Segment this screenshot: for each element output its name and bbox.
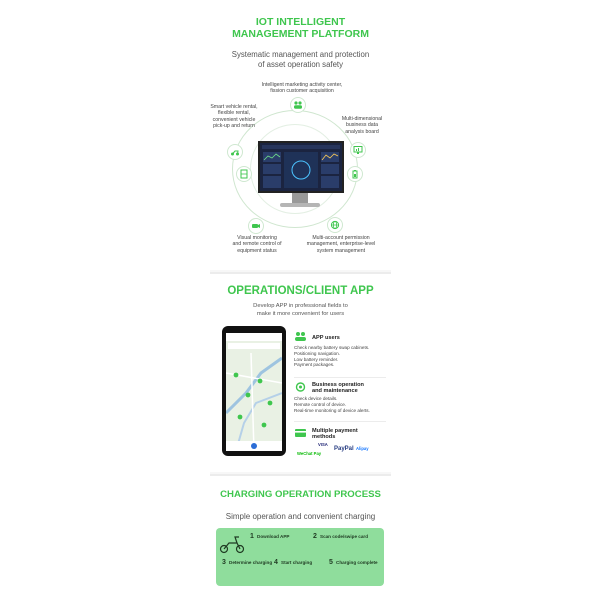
app-subtitle-line2: make it more convenient for users xyxy=(256,311,345,317)
step-1-number: 1 xyxy=(250,533,254,540)
monitor-base xyxy=(280,203,320,207)
app-users-title: APP users xyxy=(312,335,340,341)
monitor-stand xyxy=(292,193,308,205)
iot-title-line2: MANAGEMENT PLATFORM xyxy=(232,28,369,40)
monitor-chart-icon xyxy=(350,142,366,158)
payment-icon xyxy=(295,429,306,437)
step-2-number: 2 xyxy=(313,533,317,540)
network-icon xyxy=(327,217,343,233)
section-divider-1 xyxy=(210,272,391,274)
scooter-icon xyxy=(227,144,243,160)
charging-title: CHARGING OPERATION PROCESS xyxy=(220,489,381,500)
step-3-title: Determine charging xyxy=(229,560,273,565)
step-1-title: Download APP xyxy=(257,534,290,539)
step-4-number: 4 xyxy=(274,559,278,566)
business-icon xyxy=(295,382,306,392)
feature-divider-2 xyxy=(294,421,386,422)
scooter-illustration xyxy=(219,536,245,554)
step-3-number: 3 xyxy=(222,559,226,566)
step-5-title: Charging complete xyxy=(336,560,378,565)
dashboard-monitor xyxy=(258,141,344,193)
feature-rental-text: Smart vehicle rental,flexible rental,con… xyxy=(210,104,258,129)
step-5-number: 5 xyxy=(329,559,333,566)
wechat-pay-logo: WeChat Pay xyxy=(297,451,322,456)
charging-process-card xyxy=(216,528,384,586)
step-2-title: Scan code/swipe card xyxy=(320,534,368,539)
visa-logo: VISA xyxy=(318,442,328,447)
business-text: Check device details.Remote control of d… xyxy=(294,396,370,413)
dashboard-screen xyxy=(262,145,340,188)
app-users-icon xyxy=(295,332,306,341)
battery-cabinet-icon xyxy=(236,166,252,182)
charging-subtitle: Simple operation and convenient charging xyxy=(225,512,376,521)
iot-title-line1: IOT INTELLIGENT xyxy=(255,16,346,28)
app-title: OPERATIONS/CLIENT APP xyxy=(227,285,374,297)
paypal-logo: PayPal xyxy=(334,446,354,452)
app-subtitle-line1: Develop APP in professional fields to xyxy=(253,303,348,309)
alipay-logo: Alipay xyxy=(356,446,369,451)
feature-marketing-text: Intelligent marketing activity center,fi… xyxy=(261,82,343,95)
app-users-text: Check nearby battery swap cabinets.Posit… xyxy=(294,345,370,368)
iot-subtitle-line1: Systematic management and protection xyxy=(231,50,370,59)
users-icon xyxy=(290,97,306,113)
iot-subtitle-line2: of asset operation safety xyxy=(258,60,343,69)
feature-divider-1 xyxy=(294,377,386,378)
camera-icon xyxy=(248,218,264,234)
map-illustration xyxy=(226,333,282,451)
step-4-title: Start charging xyxy=(281,560,313,565)
battery-icon xyxy=(347,166,363,182)
phone-map-screen xyxy=(226,333,282,451)
section-divider-2 xyxy=(210,474,391,476)
